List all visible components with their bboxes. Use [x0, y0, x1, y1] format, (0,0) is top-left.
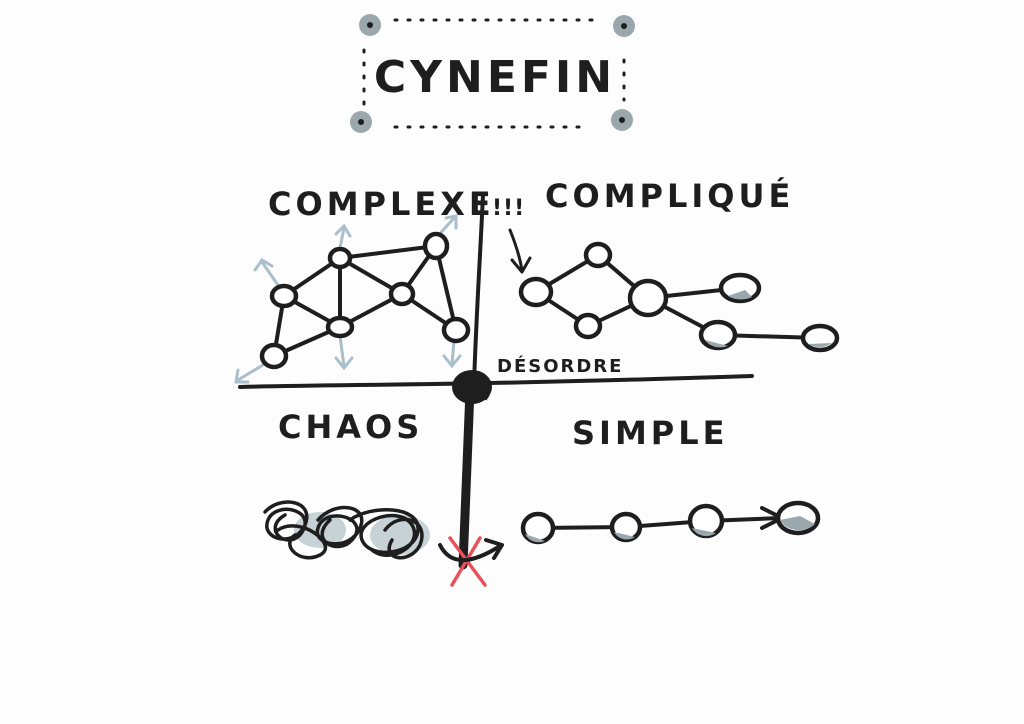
quadrant-label-complex: COMPLEXE [268, 185, 495, 223]
node [325, 315, 355, 339]
node [627, 278, 669, 318]
node [327, 246, 353, 270]
node [259, 342, 289, 370]
node [583, 241, 613, 269]
node [388, 281, 416, 307]
arrow-icon [253, 257, 282, 290]
node [269, 283, 299, 309]
node [441, 316, 471, 344]
arrow-icon [234, 360, 270, 384]
quadrant-label-simple: SIMPLE [572, 414, 729, 452]
arrow-icon [438, 538, 504, 562]
center-label-disorder: DÉSORDRE [497, 355, 623, 377]
page-title: CYNEFIN [374, 52, 616, 103]
node [520, 511, 556, 545]
node [687, 503, 725, 539]
arrow-icon [334, 334, 354, 371]
node [775, 500, 821, 536]
node [718, 272, 762, 304]
complicated-network [508, 228, 840, 353]
simple-chain [520, 500, 821, 545]
complex-network [234, 214, 471, 384]
chaos-exit [438, 536, 504, 587]
title-frame: CYNEFIN [350, 14, 635, 133]
pin-icon [359, 14, 381, 36]
axes [238, 193, 754, 570]
arrow-icon [508, 228, 532, 274]
pin-icon [613, 15, 635, 37]
quadrant-label-chaos: CHAOS [278, 408, 423, 446]
node [573, 312, 603, 340]
exclamation-marker: !!! [492, 196, 525, 221]
node [800, 323, 840, 353]
pin-icon [611, 109, 633, 131]
quadrant-label-complicated: COMPLIQUÉ [545, 177, 794, 215]
node [609, 511, 643, 543]
node [518, 276, 554, 308]
node [422, 231, 450, 261]
arrow-icon [334, 223, 352, 250]
node [698, 319, 738, 351]
pin-icon [350, 111, 372, 133]
chaos-scribble [263, 500, 430, 560]
arrow-icon [442, 338, 462, 369]
